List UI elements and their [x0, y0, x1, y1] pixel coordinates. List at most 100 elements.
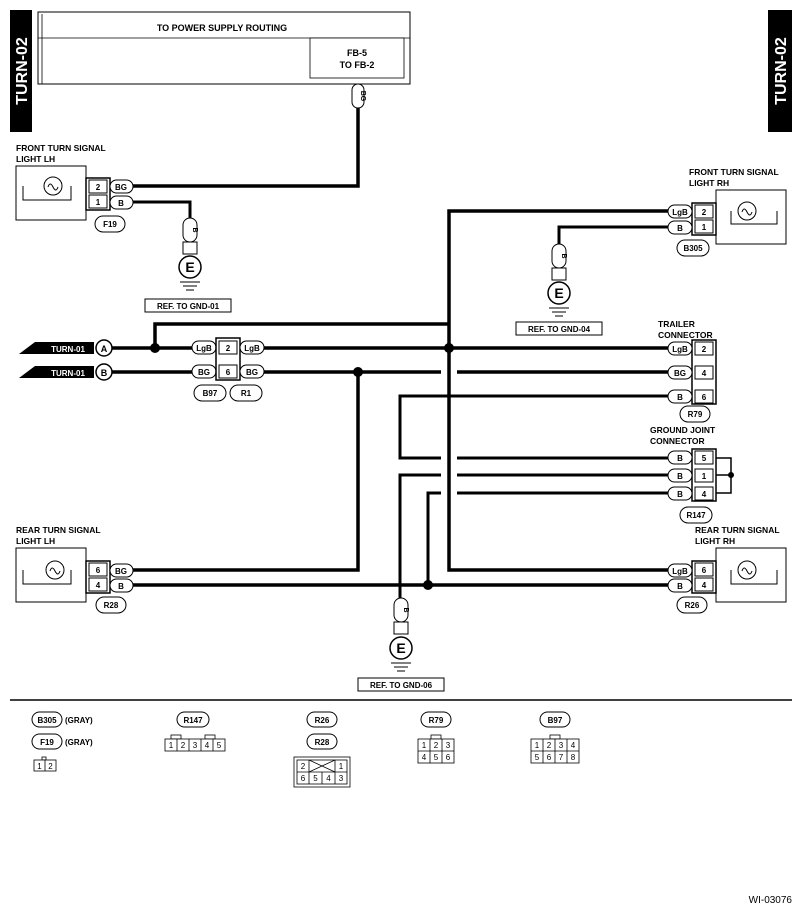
legend-pin: 1: [339, 762, 344, 771]
legend-f19-connector: 1 2: [33, 756, 57, 772]
ground-joint-connector: GROUND JOINT CONNECTOR 5 1 4 B B B R147: [650, 425, 734, 524]
front-rh-wire-b: B: [677, 224, 683, 233]
ref-gnd-06: REF. TO GND-06: [370, 681, 433, 690]
legend-pin: 2: [181, 741, 186, 750]
legend-pin: 6: [446, 753, 451, 762]
rear-rh-light: REAR TURN SIGNAL LIGHT RH 6 4 LgB B R26: [667, 525, 787, 614]
front-rh-title-1: FRONT TURN SIGNAL: [689, 167, 779, 177]
trailer-pin-6: 6: [702, 393, 707, 402]
mid-pin-2: 2: [226, 344, 231, 353]
legend-b97: B97: [548, 716, 563, 725]
trailer-title-2: CONNECTOR: [658, 330, 713, 340]
trailer-wire-bg: BG: [674, 369, 686, 378]
ground-joint-pin-5: 5: [702, 454, 707, 463]
rear-lh-connector: R28: [104, 601, 119, 610]
legend-pin: 1: [37, 762, 42, 771]
mid-connector-r1: R1: [241, 389, 252, 398]
ground-joint-title-1: GROUND JOINT: [650, 425, 716, 435]
legend-f19: F19: [40, 738, 54, 747]
rear-lh-wire-b: B: [118, 582, 124, 591]
front-lh-wire-b: B: [118, 199, 124, 208]
ground-joint-wire-b: B: [677, 472, 683, 481]
front-lh-title-2: LIGHT LH: [16, 154, 55, 164]
fuse-label-2: TO FB-2: [340, 60, 375, 70]
sheet-tag-left: TURN-02: [10, 10, 32, 132]
trailer-title-1: TRAILER: [658, 319, 695, 329]
sheet-tag-right-text: TURN-02: [773, 37, 790, 105]
junction-dot: [150, 343, 160, 353]
rear-rh-connector: R26: [685, 601, 700, 610]
legend-pin: 4: [326, 774, 331, 783]
legend-pin: 4: [571, 741, 576, 750]
rear-rh-wire-lgb: LgB: [672, 567, 688, 576]
trailer-connector: TRAILER CONNECTOR 2 4 6 LgB BG B R79: [658, 319, 717, 423]
rear-lh-light: REAR TURN SIGNAL LIGHT LH 6 4 BG B R28: [15, 525, 134, 614]
wires: [112, 108, 668, 601]
legend-pin: 8: [571, 753, 576, 762]
rear-rh-pin-6: 6: [702, 566, 707, 575]
mid-wire-lgb-left: LgB: [196, 344, 212, 353]
legend-pin: 1: [422, 741, 427, 750]
wire-label-text: B: [402, 607, 409, 612]
legend-pin: 2: [301, 762, 306, 771]
front-rh-pin-1: 1: [702, 223, 707, 232]
junction-dot: [423, 580, 433, 590]
legend-pin: 3: [446, 741, 451, 750]
trailer-wire-lgb: LgB: [672, 345, 688, 354]
rear-lh-title-1: REAR TURN SIGNAL: [16, 525, 101, 535]
ground-symbol: E: [554, 285, 563, 301]
rear-lh-pin-6: 6: [96, 566, 101, 575]
legend-pin: 6: [301, 774, 306, 783]
wire-label-text: BG: [359, 91, 366, 102]
rear-lh-wire-bg: BG: [115, 567, 127, 576]
legend-pin: 3: [193, 741, 198, 750]
wire-bg-to-rear-lh: [133, 372, 360, 572]
legend-r26-r28-connector: 2 1 6 5 4 3: [293, 756, 351, 788]
legend-pin: 2: [434, 741, 439, 750]
rear-lh-title-2: LIGHT LH: [16, 536, 55, 546]
trailer-wire-b: B: [677, 393, 683, 402]
wire-power-to-front-lh: [133, 108, 360, 188]
front-lh-light: FRONT TURN SIGNAL LIGHT LH 2 1 BG B F19: [15, 143, 134, 233]
legend-pin: 5: [217, 741, 222, 750]
turn01-a-label: TURN-01: [51, 345, 85, 354]
legend-r28: R28: [315, 738, 330, 747]
ref-gnd-01: REF. TO GND-01: [157, 302, 220, 311]
rear-rh-title-2: LIGHT RH: [695, 536, 735, 546]
wire-lgb-to-rear-rh: [447, 348, 668, 572]
rear-rh-pin-4: 4: [702, 581, 707, 590]
ground-joint-pin-1: 1: [702, 472, 707, 481]
ground-gnd-01: B E REF. TO GND-01: [144, 217, 232, 313]
ground-symbol: E: [185, 259, 194, 275]
trailer-connector-id: R79: [688, 410, 703, 419]
front-lh-pin-2: 2: [96, 183, 101, 192]
wire-label-bg-vertical: BG: [351, 83, 366, 109]
legend-r79: R79: [429, 716, 444, 725]
ground-gnd-04: B E REF. TO GND-04: [515, 243, 603, 336]
legend-r147-connector: 1 2 3 4 5: [164, 734, 226, 752]
front-lh-wire-bg: BG: [115, 183, 127, 192]
legend-r26: R26: [315, 716, 330, 725]
turn01-a-arrow: TURN-01 A: [19, 339, 113, 357]
front-rh-title-2: LIGHT RH: [689, 178, 729, 188]
ref-gnd-04: REF. TO GND-04: [528, 325, 591, 334]
legend-pin: 2: [547, 741, 552, 750]
legend-pin: 5: [434, 753, 439, 762]
junction-dot: [444, 343, 454, 353]
sheet-tag-left-text: TURN-02: [14, 37, 31, 105]
wire-label-text: B: [560, 253, 567, 258]
legend-pin: 4: [205, 741, 210, 750]
turn01-point-b: B: [101, 368, 108, 378]
junction-dot: [353, 367, 363, 377]
turn01-b-label: TURN-01: [51, 369, 85, 378]
ground-joint-connector-id: R147: [686, 511, 706, 520]
power-supply-title: TO POWER SUPPLY ROUTING: [157, 23, 287, 33]
figure-id: WI-03076: [749, 895, 793, 906]
legend-pin: 1: [535, 741, 540, 750]
mid-wire-bg-right: BG: [246, 368, 258, 377]
front-rh-pin-2: 2: [702, 208, 707, 217]
legend-r147: R147: [183, 716, 203, 725]
front-lh-pin-1: 1: [96, 198, 101, 207]
ground-joint-title-2: CONNECTOR: [650, 436, 705, 446]
sheet-tag-right: TURN-02: [768, 10, 792, 132]
